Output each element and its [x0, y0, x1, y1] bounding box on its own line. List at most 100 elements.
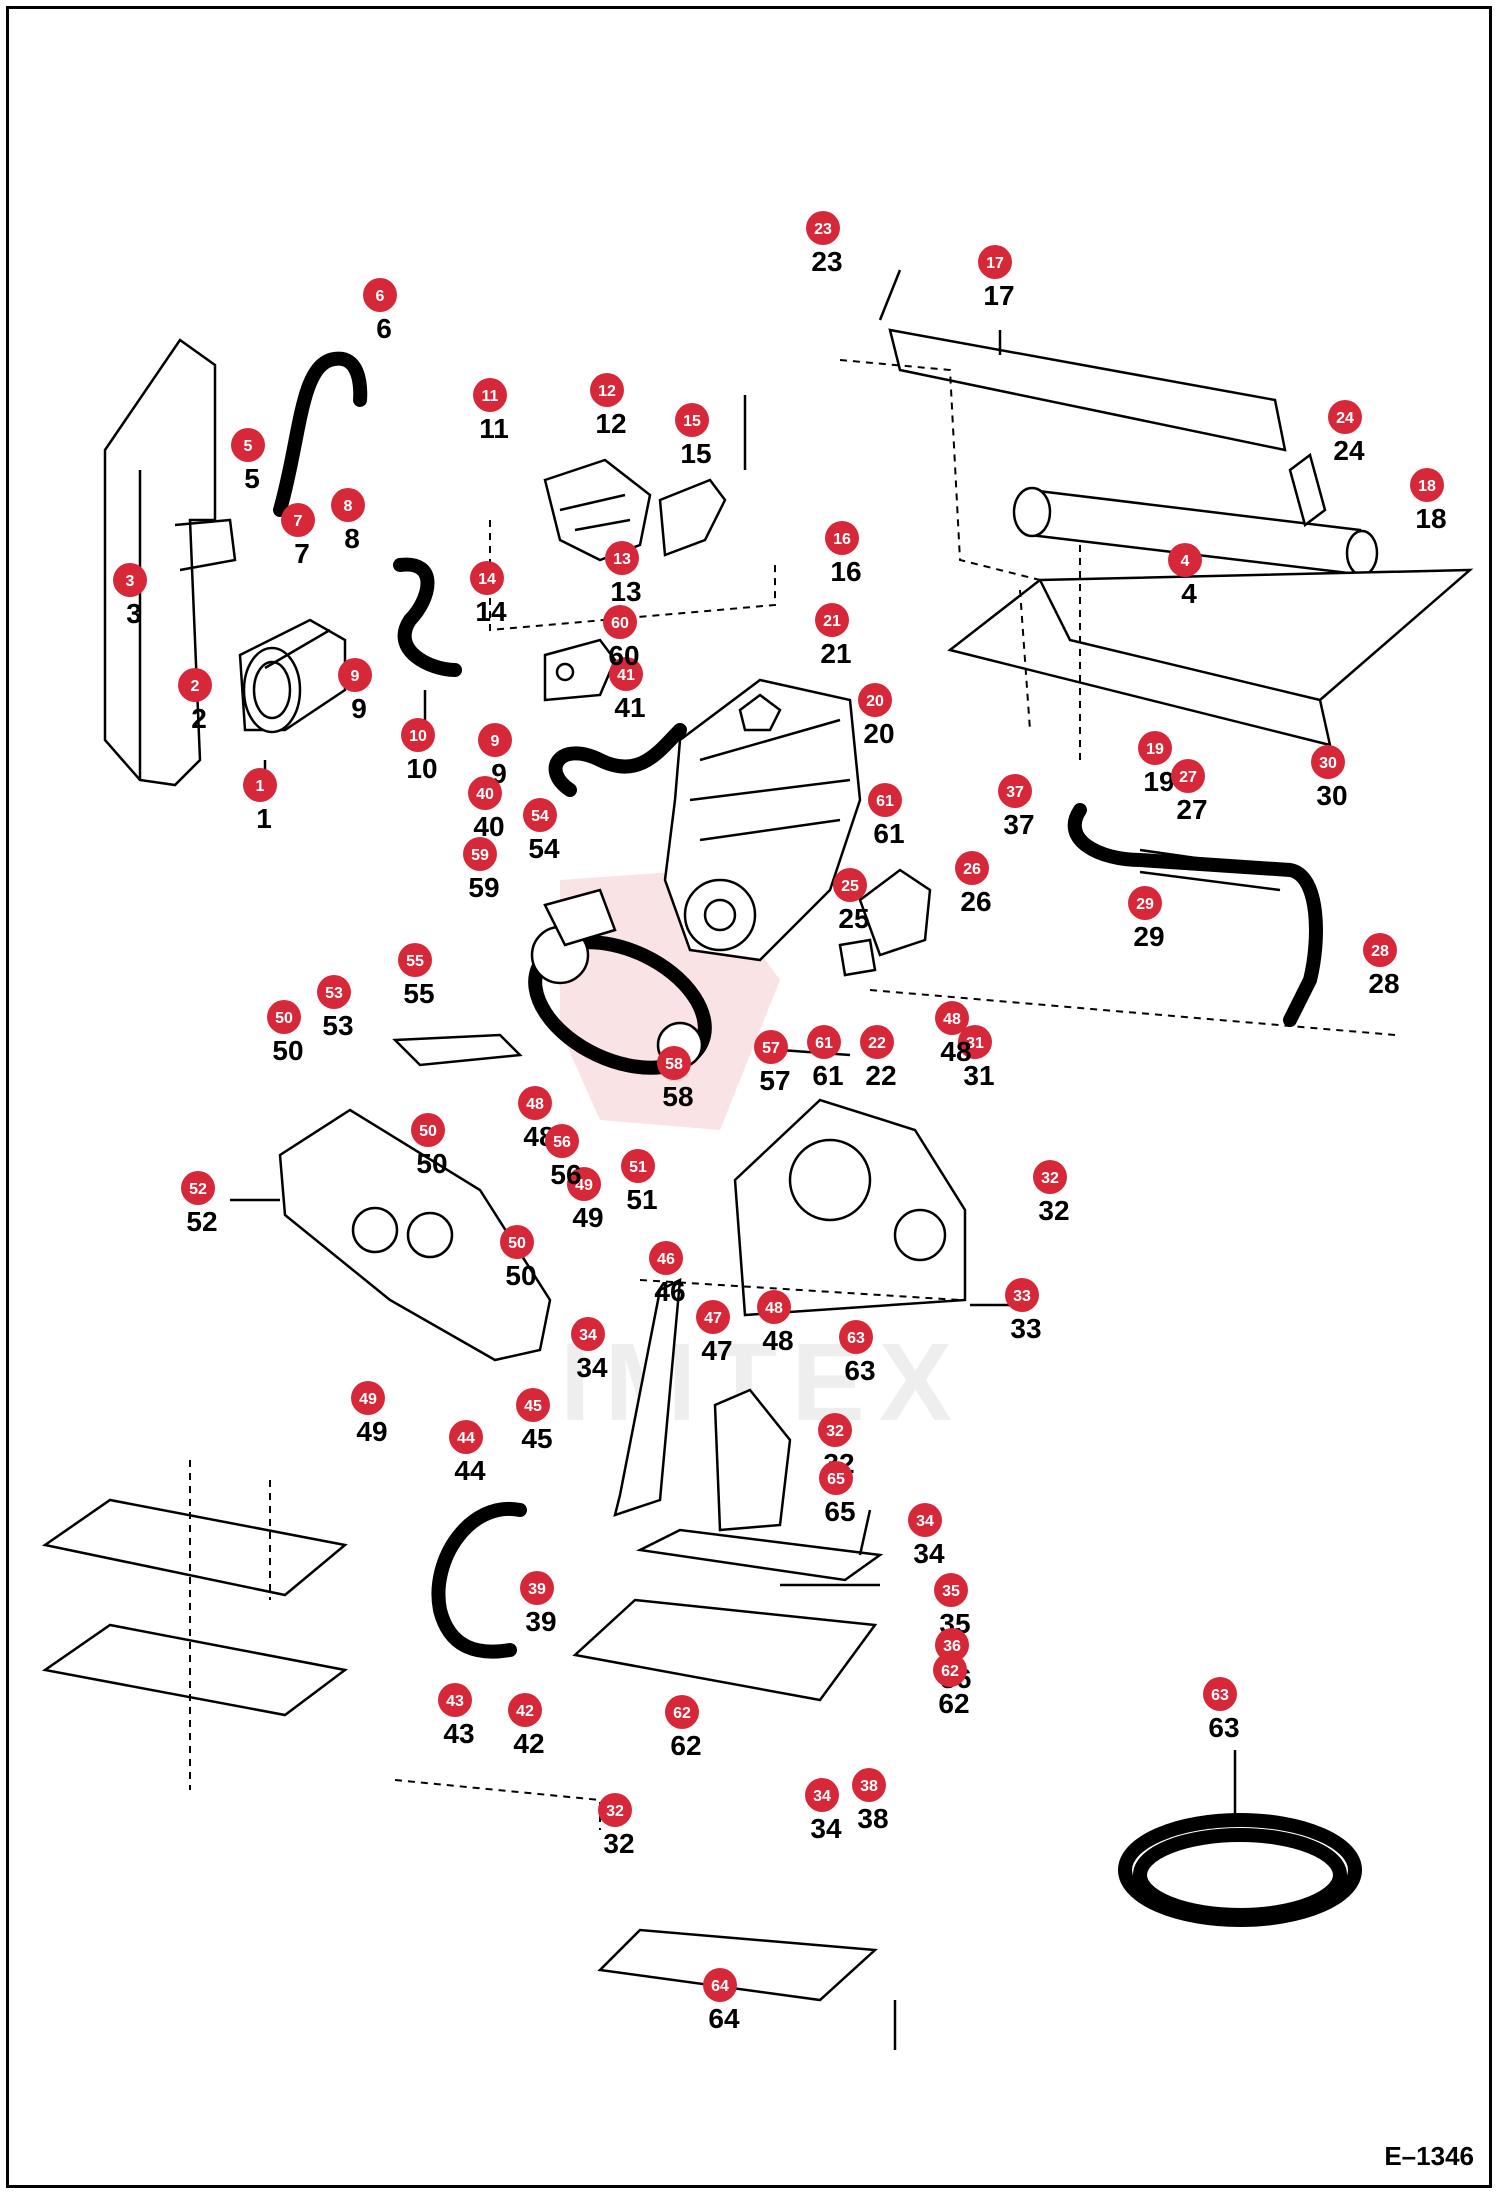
callout-badge-label: 26 — [963, 861, 981, 878]
callout-badge — [500, 1225, 534, 1259]
callout-number: 61 — [873, 818, 904, 849]
callout-badge-label: 57 — [762, 1040, 780, 1057]
callout-badge-label: 32 — [1041, 1170, 1059, 1187]
callout-badge — [351, 1381, 385, 1415]
callout-badge — [478, 723, 512, 757]
callout-number: 52 — [186, 1206, 217, 1237]
callout-badge — [815, 603, 849, 637]
callout-number: 38 — [857, 1803, 888, 1834]
callout-badge — [852, 1768, 886, 1802]
callout-number: 16 — [830, 556, 861, 587]
callout-badge-label: 12 — [598, 383, 616, 400]
callout-badge-label: 53 — [325, 985, 343, 1002]
callout-badge-label: 61 — [815, 1035, 833, 1052]
callout-badge — [363, 278, 397, 312]
hose-6 — [273, 351, 368, 517]
callout-badge — [267, 1000, 301, 1034]
callout-c6: 66 — [363, 278, 397, 344]
callout-number: 11 — [479, 413, 509, 444]
callout-badge — [649, 1241, 683, 1275]
drawing-code: E–1346 — [1384, 2141, 1474, 2171]
air-cleaner — [238, 618, 347, 734]
callout-c1: 11 — [243, 768, 277, 834]
callout-badge-label: 63 — [1211, 1687, 1229, 1704]
callout-number: 55 — [403, 978, 434, 1009]
callout-badge — [331, 488, 365, 522]
callout-number: 28 — [1368, 968, 1399, 999]
callout-badge — [518, 1086, 552, 1120]
callout-c4: 44 — [1168, 543, 1202, 609]
callout-c2: 22 — [178, 668, 212, 734]
callout-number: 32 — [603, 1828, 634, 1859]
callout-number: 34 — [810, 1813, 842, 1844]
callout-number: 61 — [812, 1060, 843, 1091]
callout-badge-label: 49 — [359, 1391, 377, 1408]
callout-number: 30 — [1316, 780, 1347, 811]
callout-badge-label: 9 — [351, 668, 360, 685]
callout-badge-label: 21 — [823, 613, 841, 630]
callout-badge — [958, 1025, 992, 1059]
mount-47 — [713, 1388, 792, 1532]
callout-number: 19 — [1143, 766, 1174, 797]
callout-badge — [605, 541, 639, 575]
callout-number: 34 — [913, 1538, 945, 1569]
callout-badge-label: 51 — [629, 1159, 647, 1176]
callout-number: 1 — [256, 803, 272, 834]
callout-number: 29 — [1133, 921, 1164, 952]
callout-badge — [1005, 1278, 1039, 1312]
callout-badge-label: 65 — [827, 1471, 845, 1488]
callout-c5: 55 — [231, 428, 265, 494]
callout-number: 49 — [572, 1202, 603, 1233]
callout-badge-label: 49 — [575, 1177, 593, 1194]
callout-number: 2 — [191, 703, 207, 734]
callout-badge-label: 45 — [524, 1398, 542, 1415]
callout-number: 62 — [670, 1730, 701, 1761]
callout-number: 51 — [626, 1184, 657, 1215]
callout-badge-label: 42 — [516, 1703, 534, 1720]
callout-badge-label: 10 — [409, 728, 427, 745]
callout-number: 5 — [244, 463, 260, 494]
callout-badge-label: 58 — [665, 1056, 683, 1073]
callout-badge-label: 14 — [478, 571, 496, 588]
callout-badge-label: 5 — [244, 438, 253, 455]
callout-badge — [545, 1124, 579, 1158]
callout-badge-label: 52 — [189, 1181, 207, 1198]
callout-number: 26 — [960, 886, 991, 917]
callout-number: 13 — [610, 576, 641, 607]
callout-badge — [1033, 1160, 1067, 1194]
callout-badge — [438, 1683, 472, 1717]
callout-badge — [1171, 759, 1205, 793]
callout-badge — [178, 668, 212, 702]
callout-badge — [1328, 400, 1362, 434]
callout-badge-label: 35 — [942, 1583, 960, 1600]
cover-plates-center — [572, 1528, 884, 2002]
callout-badge — [935, 1628, 969, 1662]
callout-badge — [401, 718, 435, 752]
callout-badge-label: 62 — [941, 1663, 959, 1680]
intake-manifold — [543, 458, 727, 562]
callout-number: 15 — [680, 438, 711, 469]
callout-badge — [978, 245, 1012, 279]
callout-badge — [657, 1046, 691, 1080]
